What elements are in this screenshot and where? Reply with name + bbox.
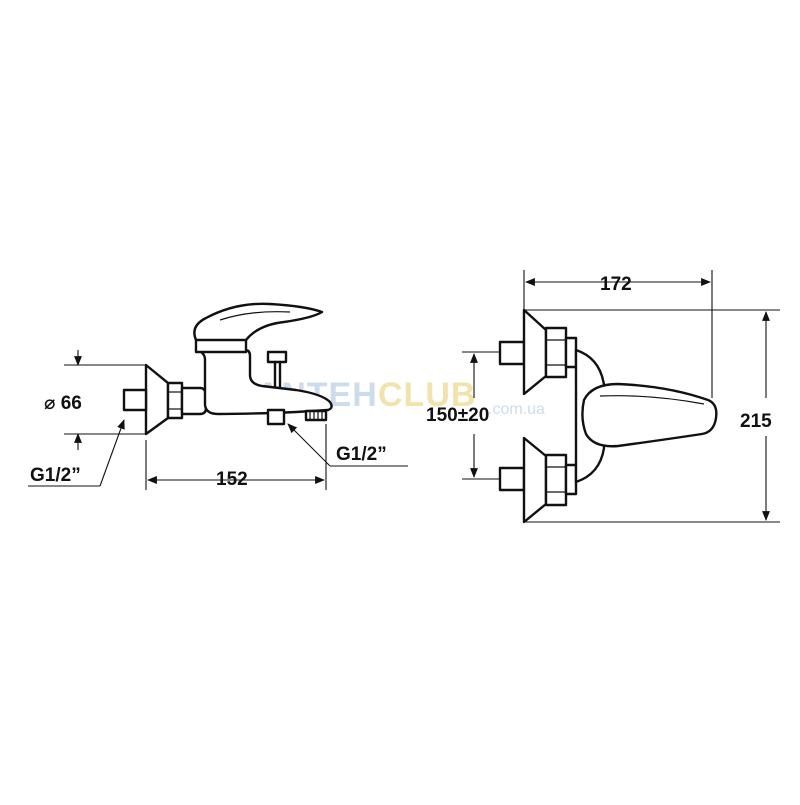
spacing-label: 150±20 (426, 405, 489, 426)
front-lower-flange (522, 436, 548, 524)
side-inlet-pipe (122, 388, 148, 412)
front-lower-pipe (498, 466, 526, 492)
side-lever (193, 302, 324, 342)
watermark-suffix: .com.ua (488, 401, 545, 418)
inlet-thread-leader (99, 419, 125, 487)
length-label: 152 (216, 469, 248, 490)
diameter-label: ⌀ 66 (44, 393, 82, 414)
side-body-connector (180, 386, 208, 416)
watermark-text-b: CLUB (378, 376, 476, 414)
front-upper-flange (522, 308, 548, 396)
side-aerator (304, 409, 328, 422)
side-diverter-knob (266, 350, 288, 364)
width-label: 172 (600, 274, 632, 295)
front-lever (581, 382, 718, 448)
height-label: 215 (740, 411, 772, 432)
side-nut (166, 381, 184, 420)
outlet-thread-leader (287, 423, 331, 467)
inlet-thread-label: G1/2” (30, 465, 81, 486)
front-lower-nut (544, 453, 568, 507)
side-mixer-body (194, 348, 333, 416)
side-shower-outlet (266, 408, 286, 426)
outlet-thread-label: G1/2” (336, 444, 387, 465)
front-view: 172 150±20 215 (426, 270, 780, 524)
front-upper-pipe (498, 340, 526, 366)
side-diverter-stem (273, 360, 282, 389)
front-upper-nut (544, 326, 568, 379)
front-lower-connector (564, 463, 578, 496)
side-view: ⌀ 66 G1/2” G1/2” 152 (28, 302, 408, 490)
front-upper-connector (564, 336, 578, 369)
side-wall-flange (144, 363, 170, 436)
